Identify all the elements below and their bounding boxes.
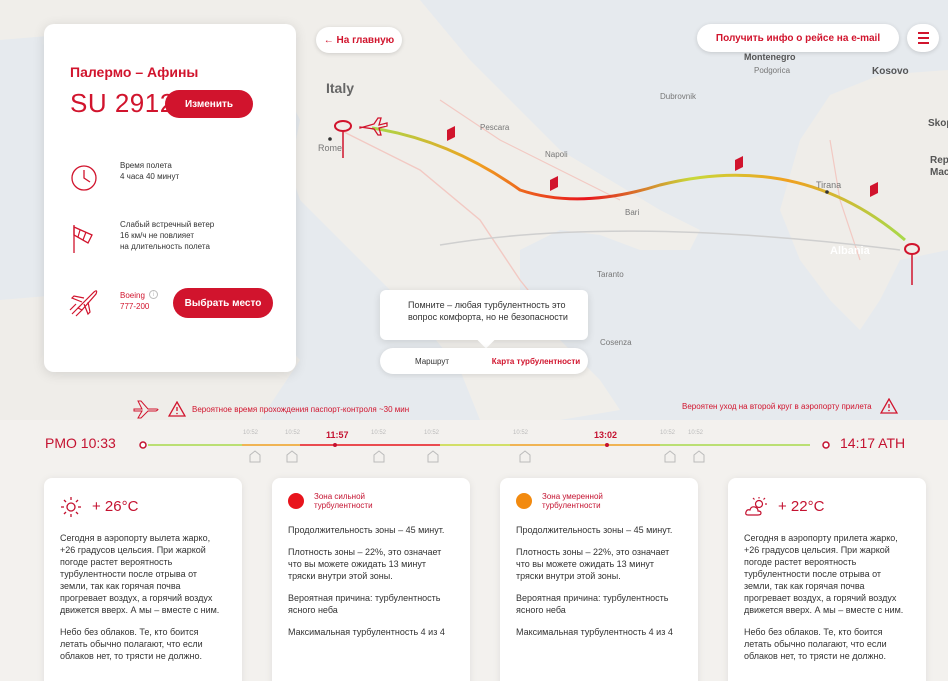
- strong-turbulence-card: Зона сильной турбулентности Продолжитель…: [272, 478, 470, 681]
- turbulence-tooltip: Помните – любая турбулентность это вопро…: [380, 290, 588, 340]
- departure-temp-value: + 26°C: [92, 498, 139, 515]
- go-around-warning-text: Вероятен уход на второй круг в аэропорту…: [682, 401, 872, 411]
- departure-temperature: + 26°C: [60, 496, 226, 518]
- menu-icon-bar: [917, 42, 929, 44]
- arrival-time: 14:17: [840, 435, 876, 451]
- clock-icon: [71, 165, 97, 191]
- wind-row: Слабый встречный ветер 16 км/ч не повлия…: [66, 219, 214, 255]
- timeline-tick: 10:52: [285, 430, 301, 436]
- timeline-tick-moderate: 13:02: [594, 430, 618, 440]
- map-label-cosenza: Cosenza: [600, 338, 632, 347]
- strong-zone-cause: Вероятная причина: турбулентность ясного…: [288, 593, 441, 615]
- duration-value: 4 часа 40 минут: [120, 172, 180, 181]
- map-label-rome: Rome: [318, 143, 343, 153]
- airplane-outline-icon: [133, 400, 159, 419]
- moderate-zone-duration: Продолжительность зоны – 45 минут.: [516, 525, 673, 535]
- map-label-bari: Bari: [625, 208, 640, 217]
- map-label-montenegro: Montenegro: [744, 52, 796, 62]
- aircraft-row: Boeing i 777-200: [66, 284, 159, 320]
- timeline-tick: 10:52: [513, 430, 529, 436]
- timeline-tick: 10:52: [424, 430, 440, 436]
- wind-speed: 16 км/ч не повлияет: [120, 231, 194, 240]
- flight-card: Палермо – Афины SU 2912 Изменить Время п…: [44, 24, 296, 372]
- arrival-temperature: + 22°C: [744, 496, 910, 518]
- strong-zone-dot: [288, 493, 304, 509]
- arrival-clouds-desc: Небо без облаков. Те, кто боится летать …: [744, 627, 887, 661]
- departure-time-label: PMO 10:33: [45, 435, 116, 451]
- moderate-zone-header: Зона умеренной турбулентности: [516, 492, 682, 510]
- departure-weather-card: + 26°C Сегодня в аэропорту вылета жарко,…: [44, 478, 242, 681]
- duration-row: Время полета 4 часа 40 минут: [66, 160, 179, 196]
- moderate-turbulence-card: Зона умеренной турбулентности Продолжите…: [500, 478, 698, 681]
- menu-icon-bar: [917, 37, 929, 39]
- timeline-tick: 10:52: [688, 430, 704, 436]
- map-label-tirana: Tirana: [816, 180, 842, 190]
- windsock-icon: [73, 225, 93, 253]
- tab-turbulence-map[interactable]: Карта турбулентности: [491, 356, 581, 366]
- map-label-napoli: Napoli: [545, 150, 568, 159]
- map-label-pescara: Pescara: [480, 123, 510, 132]
- moderate-zone-dot: [516, 493, 532, 509]
- map-mode-toggle[interactable]: Маршрут Карта турбулентности: [380, 348, 588, 374]
- airplane-icon: [69, 290, 98, 317]
- moderate-zone-max: Максимальная турбулентность 4 из 4: [516, 627, 673, 637]
- timeline-tick: 10:52: [371, 430, 387, 436]
- moderate-zone-cause: Вероятная причина: турбулентность ясного…: [516, 593, 669, 615]
- timeline-tick-strong: 11:57: [326, 430, 349, 440]
- change-flight-button[interactable]: Изменить: [165, 90, 253, 118]
- map-label-taranto: Taranto: [597, 270, 624, 279]
- arrival-weather-card: + 22°C Сегодня в аэропорту прилета жарко…: [728, 478, 926, 681]
- moderate-zone-title: Зона умеренной турбулентности: [542, 492, 603, 510]
- warning-icon: [879, 398, 898, 414]
- passport-warning-text: Вероятное время прохождения паспорт-конт…: [192, 404, 410, 414]
- sun-icon: [61, 497, 81, 517]
- warning-icon: [168, 401, 186, 417]
- departure-time: 10:33: [80, 435, 116, 451]
- map-label-albania: Albania: [830, 245, 870, 257]
- map-label-skopje: Skopj: [928, 118, 948, 129]
- map-label-mac: Mac: [930, 167, 948, 178]
- partly-cloudy-icon: [745, 497, 767, 516]
- arrival-code: ATH: [878, 435, 906, 451]
- aircraft-brand[interactable]: Boeing: [120, 291, 145, 300]
- departure-weather-desc: Сегодня в аэропорту вылета жарко, +26 гр…: [60, 533, 220, 615]
- map-label-podgorica: Podgorica: [754, 66, 791, 75]
- strong-zone-header: Зона сильной турбулентности: [288, 492, 454, 510]
- go-around-warning: Вероятен уход на второй круг в аэропорту…: [682, 398, 898, 414]
- map-label-italy: Italy: [326, 80, 355, 96]
- flight-timeline: [139, 441, 830, 463]
- menu-icon-bar: [917, 32, 929, 34]
- back-to-main-button[interactable]: ← На главную: [316, 27, 402, 53]
- tab-route[interactable]: Маршрут: [414, 356, 450, 366]
- map-label-kosovo: Kosovo: [872, 66, 909, 77]
- strong-zone-max: Максимальная турбулентность 4 из 4: [288, 627, 445, 637]
- strong-zone-title: Зона сильной турбулентности: [314, 492, 373, 510]
- map-label-rep: Rep: [930, 155, 948, 166]
- departure-clouds-desc: Небо без облаков. Те, кто боится летать …: [60, 627, 203, 661]
- duration-label: Время полета: [120, 161, 172, 170]
- arrival-time-label: 14:17 ATH: [840, 435, 905, 451]
- wind-impact: на длительность полета: [120, 242, 210, 251]
- passport-warning: Вероятное время прохождения паспорт-конт…: [132, 398, 409, 420]
- map-label-dubrovnik: Dubrovnik: [660, 92, 697, 101]
- strong-zone-density: Плотность зоны – 22%, это означает что в…: [288, 547, 442, 581]
- aircraft-variant[interactable]: 777-200: [120, 302, 150, 311]
- email-info-button[interactable]: Получить инфо о рейсе на e-mail: [697, 24, 899, 52]
- arrival-temp-value: + 22°C: [778, 498, 825, 515]
- arrival-weather-desc: Сегодня в аэропорту прилета жарко, +26 г…: [744, 533, 904, 615]
- flight-route: Палермо – Афины: [70, 64, 199, 80]
- departure-code: PMO: [45, 435, 77, 451]
- info-icon[interactable]: i: [149, 290, 159, 299]
- timeline-tick: 10:52: [660, 430, 676, 436]
- timeline-tick: 10:52: [243, 430, 259, 436]
- menu-button[interactable]: [907, 24, 939, 52]
- strong-zone-duration: Продолжительность зоны – 45 минут.: [288, 525, 445, 535]
- moderate-zone-density: Плотность зоны – 22%, это означает что в…: [516, 547, 670, 581]
- wind-label: Слабый встречный ветер: [120, 220, 215, 229]
- flight-number: SU 2912: [70, 88, 175, 118]
- select-seat-button[interactable]: Выбрать место: [173, 288, 273, 318]
- aircraft-model-link[interactable]: Boeing i: [120, 290, 159, 301]
